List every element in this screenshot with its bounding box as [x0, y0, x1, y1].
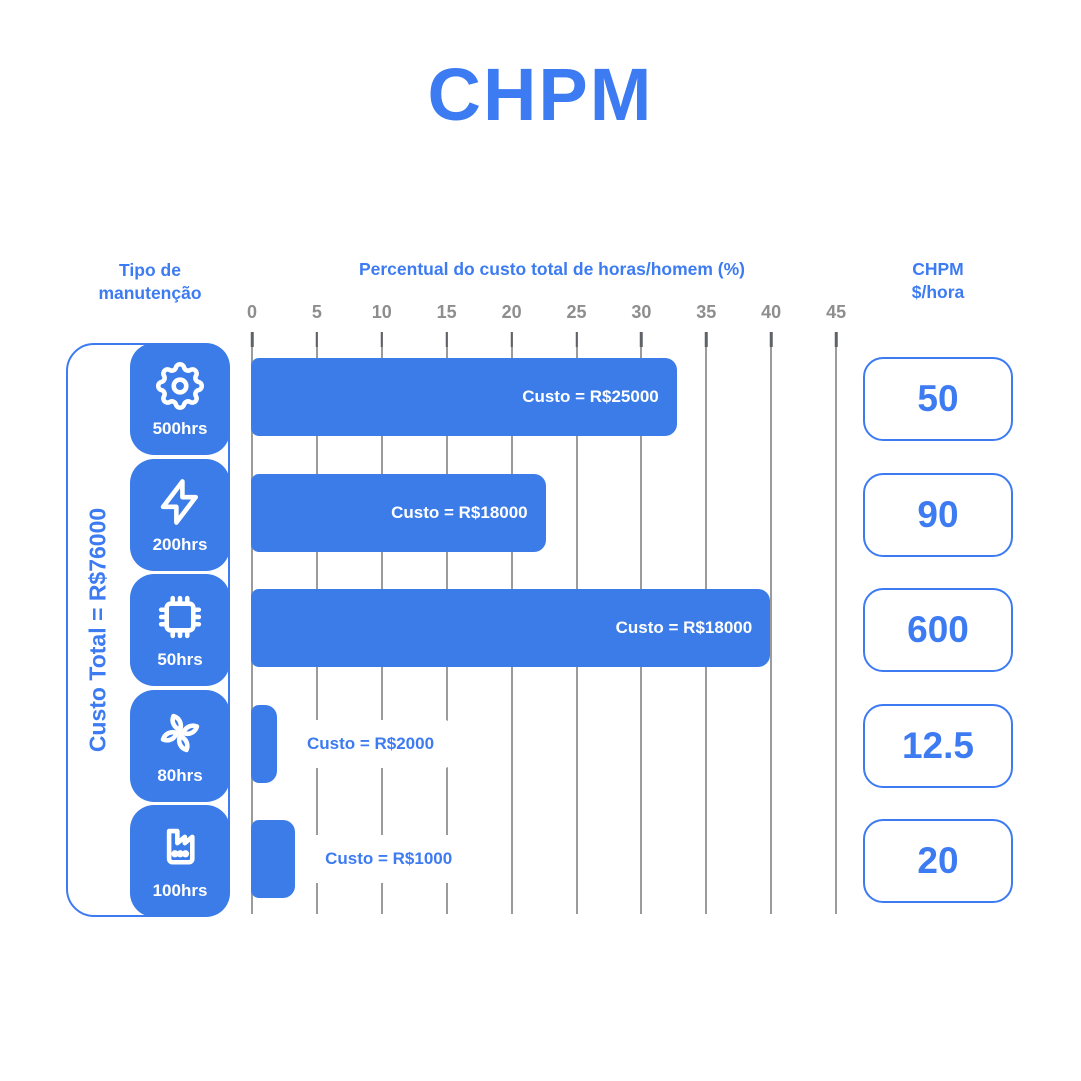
axis-tick-mark: [640, 332, 643, 347]
axis-tick-label: 15: [436, 302, 457, 322]
cost-label-tag: Custo = R$2000: [290, 720, 451, 768]
cost-label: Custo = R$18000: [615, 618, 753, 637]
axis-tick-mark: [315, 332, 319, 347]
axis-tick-mark: [705, 332, 708, 347]
chpm-header-line2: $/hora: [911, 282, 965, 302]
cost-label: Custo = R$18000: [391, 503, 528, 522]
axis-tick-mark: [250, 332, 254, 347]
cost-bar-80hrs: [251, 705, 277, 783]
cost-bar-50hrs: Custo = R$18000: [251, 589, 771, 667]
axis-tick-mark: [834, 332, 838, 347]
maintenance-type-header-line2: manutenção: [98, 283, 202, 303]
lightning-icon: [151, 473, 209, 531]
chpm-value-box: 20: [863, 819, 1013, 903]
chpm-value-box: 600: [863, 588, 1013, 672]
axis-tick-mark: [445, 332, 448, 347]
axis-tick-label: 45: [826, 302, 847, 322]
axis-tick-label: 10: [371, 302, 392, 322]
hours-label: 500hrs: [152, 419, 208, 438]
axis-tick-mark: [575, 332, 578, 347]
hours-label: 50hrs: [157, 650, 203, 669]
maintenance-tile-80hrs: 80hrs: [130, 690, 230, 802]
total-cost-label: Custo Total = R$76000: [84, 507, 111, 753]
axis-title: Percentual do custo total de horas/homem…: [358, 259, 746, 279]
maintenance-tile-100hrs: 100hrs: [130, 805, 230, 917]
hours-label: 80hrs: [157, 766, 203, 785]
chpm-value-box: 90: [863, 473, 1013, 557]
axis-tick-label: 20: [501, 302, 522, 322]
chpm-value: 600: [907, 609, 969, 650]
maintenance-tile-200hrs: 200hrs: [130, 459, 230, 571]
axis-tick-label: 25: [566, 302, 587, 322]
cost-label: Custo = R$25000: [522, 387, 659, 406]
cost-bar-100hrs: [251, 820, 296, 898]
cost-bar-500hrs: Custo = R$25000: [251, 358, 677, 436]
maintenance-tile-500hrs: 500hrs: [130, 343, 230, 455]
chpm-value-box: 12.5: [863, 704, 1013, 788]
chpm-header-line1: CHPM: [912, 259, 964, 279]
hours-label: 200hrs: [152, 535, 208, 554]
gridline: [770, 332, 773, 914]
axis-tick-mark: [380, 332, 384, 347]
chpm-value-box: 50: [863, 357, 1013, 441]
hours-label: 100hrs: [152, 881, 208, 900]
cost-bar-200hrs: Custo = R$18000: [251, 474, 546, 552]
fan-icon: [151, 704, 209, 762]
cost-label-tag: Custo = R$1000: [309, 835, 469, 883]
maintenance-type-header-line1: Tipo de: [119, 260, 181, 280]
gridline: [835, 332, 838, 914]
axis-tick-mark: [510, 332, 513, 347]
page-title: CHPM: [427, 53, 654, 136]
chpm-value: 12.5: [901, 725, 974, 766]
maintenance-tile-50hrs: 50hrs: [130, 574, 230, 686]
chip-icon: [151, 588, 209, 646]
maintenance-type-header: Tipo de manutenção: [70, 259, 230, 305]
gear-icon: [151, 357, 209, 415]
chpm-value: 20: [917, 840, 959, 881]
chpm-header: CHPM $/hora: [863, 258, 1013, 304]
axis-tick-label: 35: [696, 302, 717, 322]
axis-tick-label: 5: [311, 302, 322, 322]
axis-tick-label: 40: [761, 302, 782, 322]
axis-tick-label: 30: [631, 302, 652, 322]
axis-tick-mark: [769, 332, 773, 347]
factory-icon: [151, 819, 209, 877]
chpm-value: 50: [917, 378, 959, 419]
chpm-value: 90: [917, 494, 959, 535]
axis-tick-label: 0: [246, 302, 258, 322]
